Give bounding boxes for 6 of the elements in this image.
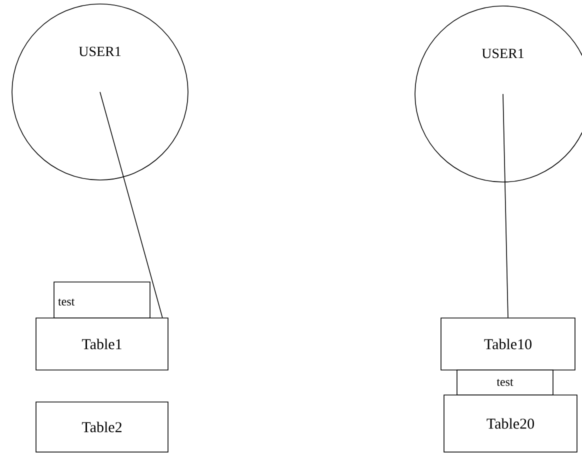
label-box: test [456, 370, 554, 396]
table-box: Table1 [36, 318, 168, 370]
label-box: test [54, 282, 150, 318]
connector-line [100, 92, 163, 318]
table-box: Table2 [36, 402, 168, 452]
connector-line [502, 94, 508, 318]
